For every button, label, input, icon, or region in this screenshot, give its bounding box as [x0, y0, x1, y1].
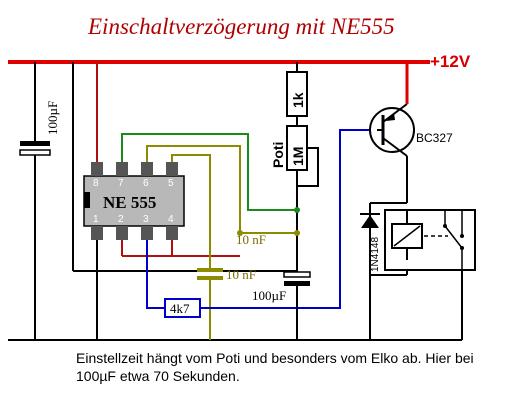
pin-6: 6	[143, 178, 149, 189]
pin-7: 7	[118, 178, 124, 189]
ne555-chip: 8 7 6 5 1 2 3 4 NE 555	[83, 162, 185, 240]
diagram-title: Einschaltverzögerung mit NE555	[87, 14, 395, 39]
poti-value-label: 1M	[290, 147, 306, 166]
transistor-label: BC327	[416, 131, 453, 145]
wire-pin3	[146, 238, 165, 309]
cap-a-label: 10 nF	[236, 232, 266, 247]
supply-label: +12V	[430, 52, 471, 71]
transistor-bc327	[369, 103, 415, 157]
wire-pin7	[121, 133, 297, 211]
relay	[384, 209, 476, 271]
caption: Einstellzeit hängt vom Poti und besonder…	[76, 350, 474, 384]
pin-1: 1	[93, 214, 99, 225]
pin-5: 5	[168, 178, 174, 189]
pin-2: 2	[118, 214, 124, 225]
pin-3: 3	[143, 214, 149, 225]
diode-label: 1N4148	[370, 237, 381, 272]
diode-1n4148	[360, 203, 380, 275]
elko-timing	[283, 271, 311, 340]
elko-left	[19, 62, 51, 340]
resistor-1k-label: 1k	[290, 92, 306, 108]
poti-label: Poti	[270, 142, 286, 168]
wire-pin5	[171, 154, 211, 268]
elko-timing-label: 100µF	[252, 288, 286, 303]
poti-wiper	[297, 147, 319, 187]
pin-8: 8	[93, 178, 99, 189]
cap-b-label: 10 nF	[226, 267, 256, 282]
wire-base	[200, 129, 377, 309]
elko-left-label: 100µF	[45, 101, 60, 135]
chip-name: NE 555	[103, 193, 156, 212]
wire-pin6	[146, 145, 297, 234]
pin-4: 4	[168, 214, 174, 225]
resistor-base-label: 4k7	[170, 301, 190, 316]
